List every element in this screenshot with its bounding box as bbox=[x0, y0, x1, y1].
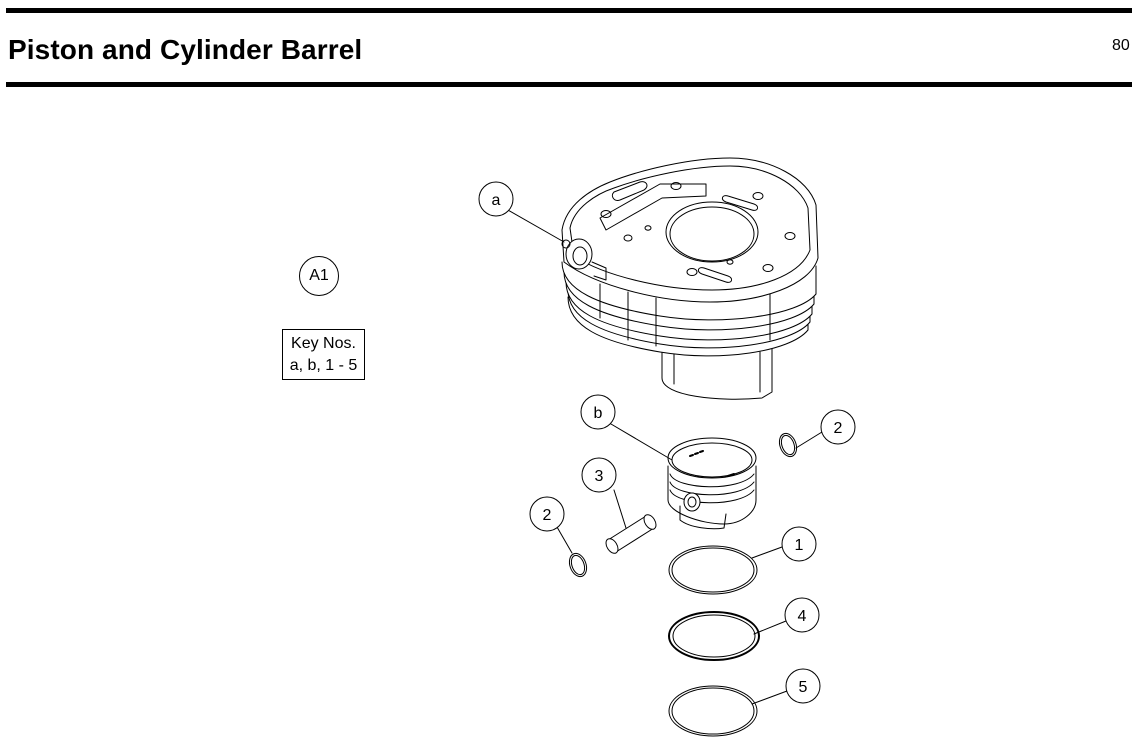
assembly-reference-circle: A1 bbox=[299, 256, 339, 296]
callout-4-label: 4 bbox=[798, 608, 807, 625]
callout-2-left-label: 2 bbox=[543, 507, 552, 524]
assembly-reference-label: A1 bbox=[309, 267, 329, 284]
piston-drawing bbox=[667, 437, 757, 530]
callout-a-label: a bbox=[492, 192, 501, 209]
callout-5-label: 5 bbox=[799, 679, 808, 696]
callout-2-left: 2 bbox=[529, 496, 565, 532]
gudgeon-pin-drawing bbox=[605, 514, 657, 554]
callout-b: b bbox=[580, 394, 616, 430]
page-title: Piston and Cylinder Barrel bbox=[8, 34, 363, 65]
piston-ring-1-drawing bbox=[668, 545, 758, 595]
key-numbers-label: Key Nos. bbox=[291, 334, 356, 352]
key-numbers-range: a, b, 1 - 5 bbox=[289, 356, 358, 374]
piston-ring-5-drawing bbox=[668, 685, 758, 737]
callout-b-label: b bbox=[594, 405, 603, 422]
circlip-right-drawing bbox=[778, 432, 798, 458]
callout-3: 3 bbox=[581, 457, 617, 493]
header-top-rule bbox=[6, 8, 1132, 13]
cylinder-barrel-drawing bbox=[561, 157, 819, 400]
piston-ring-4-drawing bbox=[668, 611, 760, 661]
callout-a: a bbox=[478, 181, 514, 217]
leader-lines bbox=[507, 209, 823, 705]
callout-2-right-label: 2 bbox=[834, 420, 843, 437]
callout-5: 5 bbox=[785, 668, 821, 704]
callout-4: 4 bbox=[784, 597, 820, 633]
callout-3-label: 3 bbox=[595, 468, 604, 485]
callout-1-label: 1 bbox=[795, 537, 804, 554]
key-numbers-box: Key Nos. a, b, 1 - 5 bbox=[282, 329, 365, 380]
callout-2-right: 2 bbox=[820, 409, 856, 445]
callout-1: 1 bbox=[781, 526, 817, 562]
header-bottom-rule bbox=[6, 82, 1132, 87]
circlip-left-drawing bbox=[568, 552, 588, 578]
page-number: 80 bbox=[1112, 37, 1130, 54]
